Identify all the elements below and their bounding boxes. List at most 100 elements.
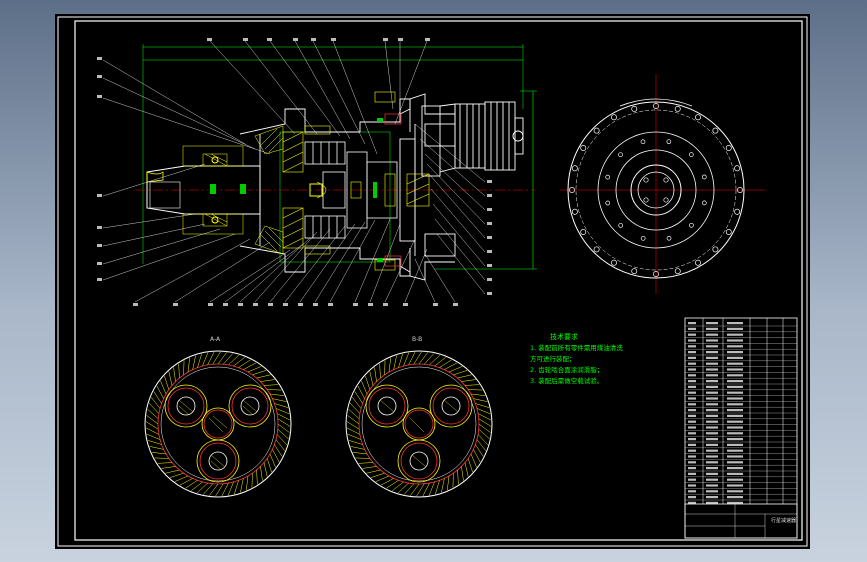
bolt-hole: [734, 165, 741, 172]
hatch-line: [153, 391, 162, 404]
hatch-line: [429, 354, 441, 366]
bom-cell-mark: [727, 391, 743, 394]
bolt-hole: [666, 235, 672, 241]
hatch-line: [277, 429, 289, 440]
hatch-line: [464, 462, 469, 477]
hatch-line: [457, 469, 459, 485]
hatch-line: [209, 483, 219, 496]
hatch-line: [277, 418, 291, 427]
bom-cell-mark: [706, 443, 718, 446]
bom-cell-mark: [688, 432, 696, 435]
outer-frame: [57, 16, 808, 547]
hatch-line: [174, 475, 189, 482]
bolt-hole: [737, 187, 743, 193]
bolt-hole: [605, 200, 611, 206]
bom-cell-mark: [727, 339, 743, 342]
flange-end-view: [560, 74, 765, 294]
bolt-hole: [695, 114, 701, 121]
hatch-line: [422, 482, 430, 497]
bolt-hole: [593, 246, 600, 253]
bolt-hole: [569, 187, 575, 193]
bom-cell-mark: [727, 380, 743, 383]
hatch-line: [375, 475, 390, 482]
hatch-line: [348, 408, 360, 419]
bom-cell-mark: [706, 327, 718, 330]
hatch-line: [370, 472, 385, 478]
hatch-line: [196, 482, 208, 494]
hatch-line: [149, 446, 164, 450]
hatch-line: [147, 440, 162, 445]
bom-cell-mark: [688, 496, 696, 499]
hatch-line: [157, 462, 173, 464]
bom-cell-mark: [706, 478, 718, 481]
hatch-line: [365, 375, 371, 390]
bom-cell-mark: [688, 339, 696, 342]
hatch-line: [266, 458, 272, 473]
hatch-line: [374, 367, 377, 382]
hatch-line: [178, 363, 180, 379]
bom-cell-mark: [706, 403, 718, 406]
bom-cell-mark: [727, 484, 743, 487]
bom-cell-mark: [706, 472, 718, 475]
bom-cell-mark: [706, 374, 718, 377]
bom-cell-mark: [688, 374, 696, 377]
section-b-label: B-B: [412, 336, 423, 343]
bom-cell-mark: [706, 409, 718, 412]
bolt-hole: [674, 105, 681, 112]
bom-cell-mark: [706, 501, 718, 504]
hatch-line: [187, 357, 190, 373]
hatch-line: [418, 352, 428, 365]
hatch-line: [464, 384, 480, 386]
bolt-hole: [618, 152, 623, 158]
bolt-hole: [593, 127, 600, 134]
hatch-line: [386, 480, 399, 489]
hatch-line: [147, 408, 159, 419]
bom-cell-mark: [688, 368, 696, 371]
bolt-hole: [640, 235, 646, 241]
hatch-line: [473, 449, 481, 463]
hatch-line: [240, 478, 244, 493]
hatch-line: [413, 351, 422, 365]
bom-cell-mark: [727, 327, 743, 330]
title-block-drawing-name: 行星减速器: [771, 517, 796, 524]
hatch-line: [352, 452, 368, 455]
hatch-line: [275, 408, 290, 415]
bolt-hole: [571, 208, 578, 215]
bom-cell-mark: [727, 374, 743, 377]
bom-cell-mark: [688, 391, 696, 394]
cad-viewport[interactable]: 行星减速器 A-A B-B 技术要求 1. 装配前所有零件需用煤油清洗 方可进行…: [55, 14, 810, 549]
hatch-line: [146, 415, 159, 425]
hatch-line: [366, 469, 381, 474]
bom-cell-mark: [688, 380, 696, 383]
bom-cell-mark: [688, 356, 696, 359]
hatch-line: [457, 374, 472, 379]
bom-cell-mark: [688, 443, 696, 446]
bolt-hole: [734, 208, 741, 215]
bolt-hole: [640, 139, 646, 145]
bom-cell-mark: [688, 472, 696, 475]
bom-cell-mark: [706, 496, 718, 499]
bolt-hole: [571, 165, 578, 172]
main-section-view: [135, 44, 537, 281]
bom-cell-mark: [727, 443, 743, 446]
hatch-line: [403, 483, 414, 495]
bolt-hole: [653, 103, 659, 109]
bom-cell-mark: [727, 461, 743, 464]
hatch-line: [439, 359, 452, 368]
leader-lines-left: [102, 40, 428, 303]
bom-cell-mark: [706, 368, 718, 371]
bolt-hole: [666, 139, 672, 145]
hatch-line: [275, 439, 286, 451]
hatch-line: [164, 375, 170, 390]
hatch-line: [357, 385, 365, 399]
hatch-line: [416, 483, 425, 497]
bolt-hole: [631, 105, 638, 112]
bom-cell-mark: [727, 356, 743, 359]
hatch-line: [453, 370, 468, 376]
bom-cell-mark: [706, 345, 718, 348]
hatch-line: [448, 366, 463, 373]
hatch-line: [238, 359, 251, 368]
bom-cell-mark: [706, 426, 718, 429]
hatch-line: [470, 393, 486, 396]
hatch-line: [470, 453, 477, 468]
